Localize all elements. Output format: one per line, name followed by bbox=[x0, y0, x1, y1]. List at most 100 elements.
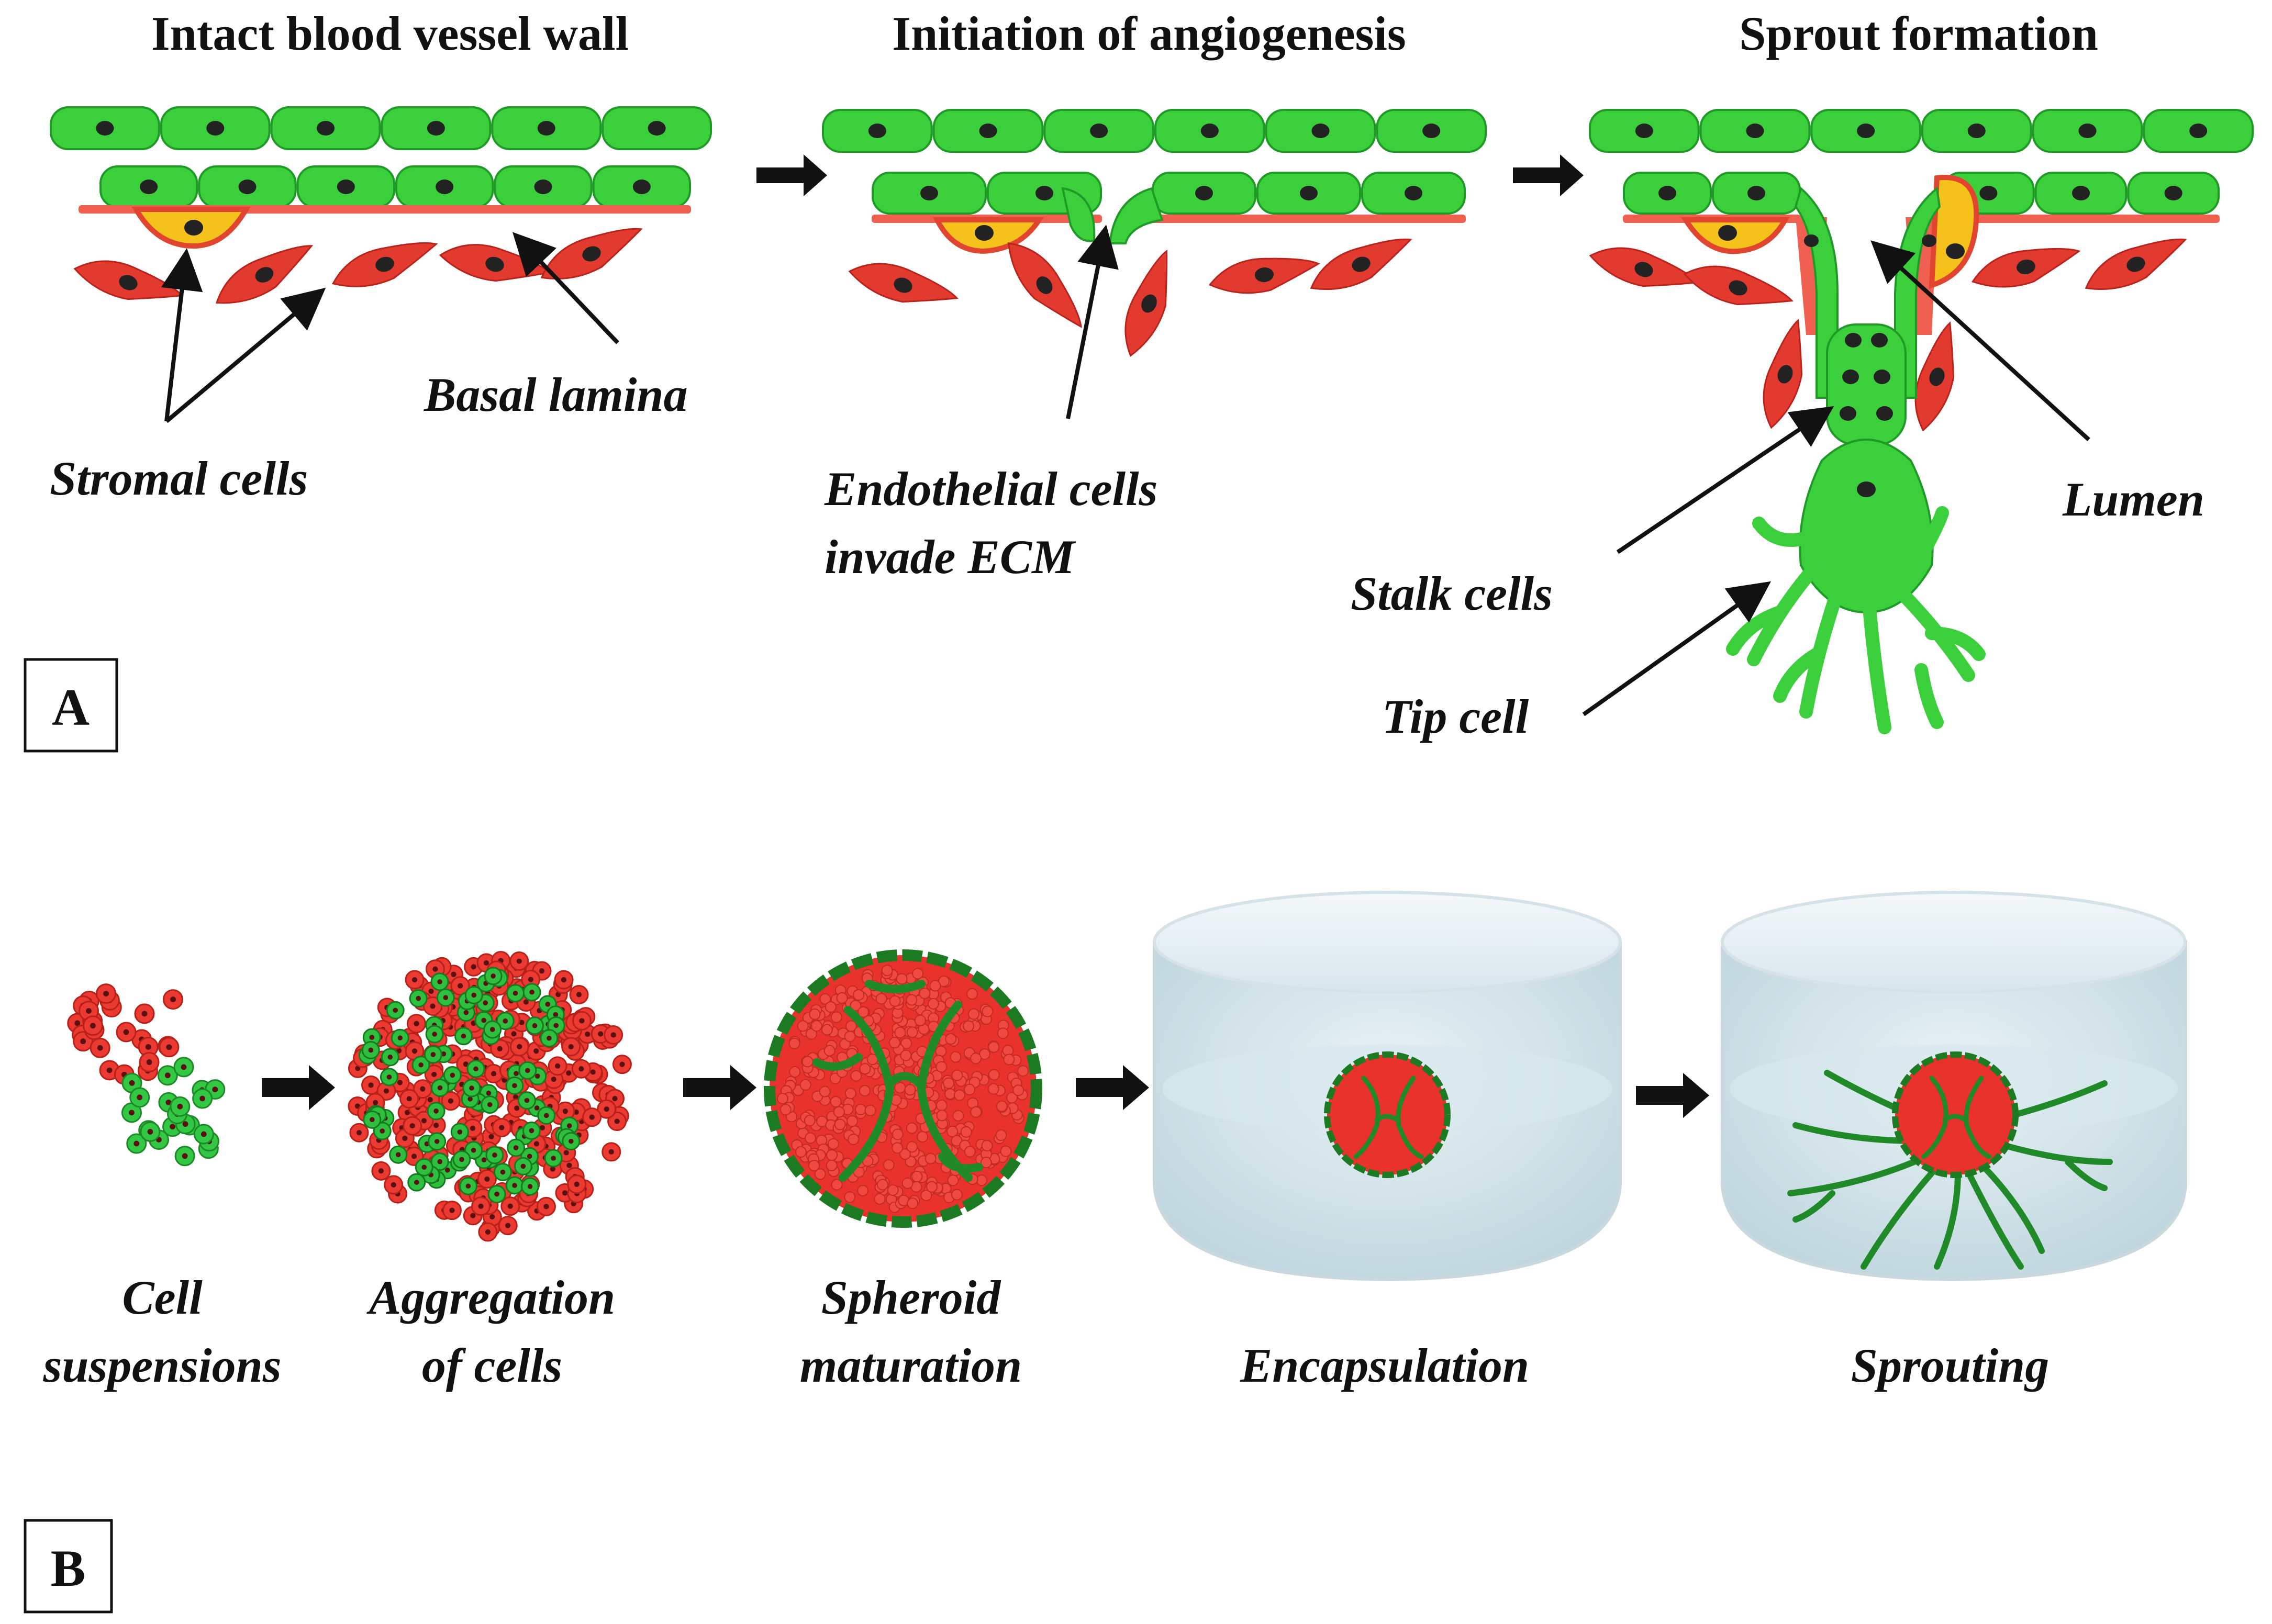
label-tip-cell: Tip cell bbox=[1382, 690, 1529, 743]
step-label-aggregation-line1: Aggregation bbox=[366, 1271, 615, 1324]
stromal-cell bbox=[540, 228, 643, 280]
inner-endothelial-layer bbox=[99, 165, 691, 208]
sprout-illustration bbox=[1589, 109, 2254, 734]
arrow-endothelial-invade bbox=[1066, 225, 1119, 419]
arrow-step-a2 bbox=[1513, 154, 1584, 196]
encapsulation-well bbox=[1153, 891, 1622, 1282]
stromal-cell bbox=[73, 260, 184, 300]
arrow-stromal-cell bbox=[165, 287, 326, 423]
nucleus bbox=[1200, 124, 1219, 138]
nucleus bbox=[1635, 124, 1653, 138]
arrow-stromal-pericyte bbox=[161, 248, 203, 422]
step-label-sprouting: Sprouting bbox=[1851, 1339, 2049, 1392]
nucleus bbox=[206, 121, 225, 136]
nucleus bbox=[1747, 186, 1765, 200]
nucleus bbox=[920, 186, 938, 200]
sprouting-well bbox=[1721, 891, 2187, 1282]
nucleus bbox=[1035, 186, 1053, 200]
stromal-cells bbox=[73, 228, 643, 304]
nucleus bbox=[2164, 186, 2182, 200]
stromal-cell bbox=[216, 245, 314, 304]
panel-b-letter: B bbox=[51, 1539, 86, 1597]
nucleus bbox=[632, 180, 651, 194]
basal-lamina-right bbox=[1937, 215, 2220, 223]
stromal-cell bbox=[1763, 319, 1803, 429]
nucleus bbox=[317, 121, 335, 136]
spheroid-illustration bbox=[764, 949, 1042, 1228]
label-stromal-cells: Stromal cells bbox=[50, 452, 308, 505]
panel-b-letter-box bbox=[24, 1519, 113, 1614]
stage-title-sprout: Sprout formation bbox=[1739, 7, 2098, 60]
nucleus bbox=[140, 180, 158, 194]
arrow-step-b3 bbox=[1076, 1065, 1149, 1110]
stage-title-initiation: Initiation of angiogenesis bbox=[892, 7, 1406, 60]
step-label-encapsulation: Encapsulation bbox=[1240, 1339, 1529, 1392]
arrow-step-b2 bbox=[683, 1065, 756, 1110]
arrow-tip-cell bbox=[1582, 581, 1772, 716]
panel-b: Cell suspensions Aggregation of cells Sp… bbox=[24, 891, 2187, 1614]
nucleus bbox=[337, 180, 355, 194]
nucleus bbox=[1658, 186, 1676, 200]
aggregation-illustration bbox=[348, 950, 632, 1242]
nucleus bbox=[2189, 124, 2208, 138]
step-label-spheroid-line1: Spheroid bbox=[821, 1271, 1002, 1324]
stromal-cell bbox=[1124, 249, 1168, 357]
nucleus bbox=[1857, 124, 1875, 138]
arrow-lumen bbox=[1870, 240, 2090, 441]
well-rim bbox=[1153, 891, 1622, 993]
stromal-cell bbox=[331, 242, 438, 287]
nucleus bbox=[1311, 124, 1330, 138]
arrow-step-b4 bbox=[1636, 1073, 1709, 1118]
step-label-suspensions-line1: Cell bbox=[122, 1271, 203, 1324]
outer-endothelial-layer bbox=[822, 109, 1487, 153]
green-cell-suspension bbox=[121, 1057, 226, 1167]
stromal-cells bbox=[1589, 238, 2187, 432]
nucleus bbox=[1979, 186, 1998, 200]
nucleus bbox=[1195, 186, 1213, 200]
stromal-cell bbox=[439, 244, 551, 282]
arrow-stalk-cells bbox=[1616, 406, 1834, 554]
label-endothelial-line2: invade ECM bbox=[825, 530, 1076, 584]
label-lumen: Lumen bbox=[2062, 473, 2204, 526]
stromal-cell bbox=[848, 263, 959, 303]
panel-a-letter-box bbox=[24, 658, 118, 753]
nucleus bbox=[238, 180, 257, 194]
inner-endothelial-layer bbox=[1623, 172, 2220, 215]
pericyte-right bbox=[1929, 175, 1979, 289]
pericyte bbox=[131, 207, 251, 249]
nucleus bbox=[1405, 186, 1422, 200]
initiation-illustration bbox=[822, 109, 1487, 357]
pericyte-left bbox=[1681, 217, 1790, 254]
panel-a-letter: A bbox=[52, 678, 90, 736]
tip-cell-body bbox=[1799, 439, 1934, 614]
step-label-aggregation-line2: of cells bbox=[422, 1339, 562, 1392]
label-stalk-cells: Stalk cells bbox=[1351, 567, 1553, 620]
nucleus bbox=[537, 121, 555, 136]
nucleus bbox=[979, 124, 997, 138]
nucleus bbox=[868, 124, 886, 138]
cell-suspensions-illustration bbox=[67, 983, 226, 1167]
nucleus bbox=[534, 180, 552, 194]
inner-endothelial-layer bbox=[872, 172, 1466, 215]
stromal-cell bbox=[1208, 257, 1320, 294]
arrow-basal-lamina bbox=[512, 232, 619, 344]
stromal-cell bbox=[1589, 247, 1699, 287]
nucleus bbox=[427, 121, 445, 136]
nucleus bbox=[1300, 186, 1318, 200]
label-basal-lamina: Basal lamina bbox=[424, 368, 688, 421]
nucleus bbox=[96, 121, 114, 136]
basal-lamina-right bbox=[1131, 215, 1466, 223]
outer-endothelial-layer bbox=[50, 106, 712, 150]
panel-a: Intact blood vessel wall Initiation of a… bbox=[24, 7, 2254, 753]
stromal-cell bbox=[1683, 265, 1794, 306]
step-label-suspensions-line2: suspensions bbox=[42, 1339, 281, 1392]
spheroid-vessels bbox=[812, 980, 983, 1182]
stromal-cells bbox=[848, 238, 1412, 357]
sprout bbox=[1726, 186, 1986, 734]
red-cell-suspension bbox=[67, 983, 184, 1085]
nucleus bbox=[2072, 186, 2090, 200]
outer-endothelial-layer bbox=[1589, 109, 2254, 153]
intact-vessel-illustration bbox=[50, 106, 712, 304]
nucleus bbox=[1746, 124, 1764, 138]
